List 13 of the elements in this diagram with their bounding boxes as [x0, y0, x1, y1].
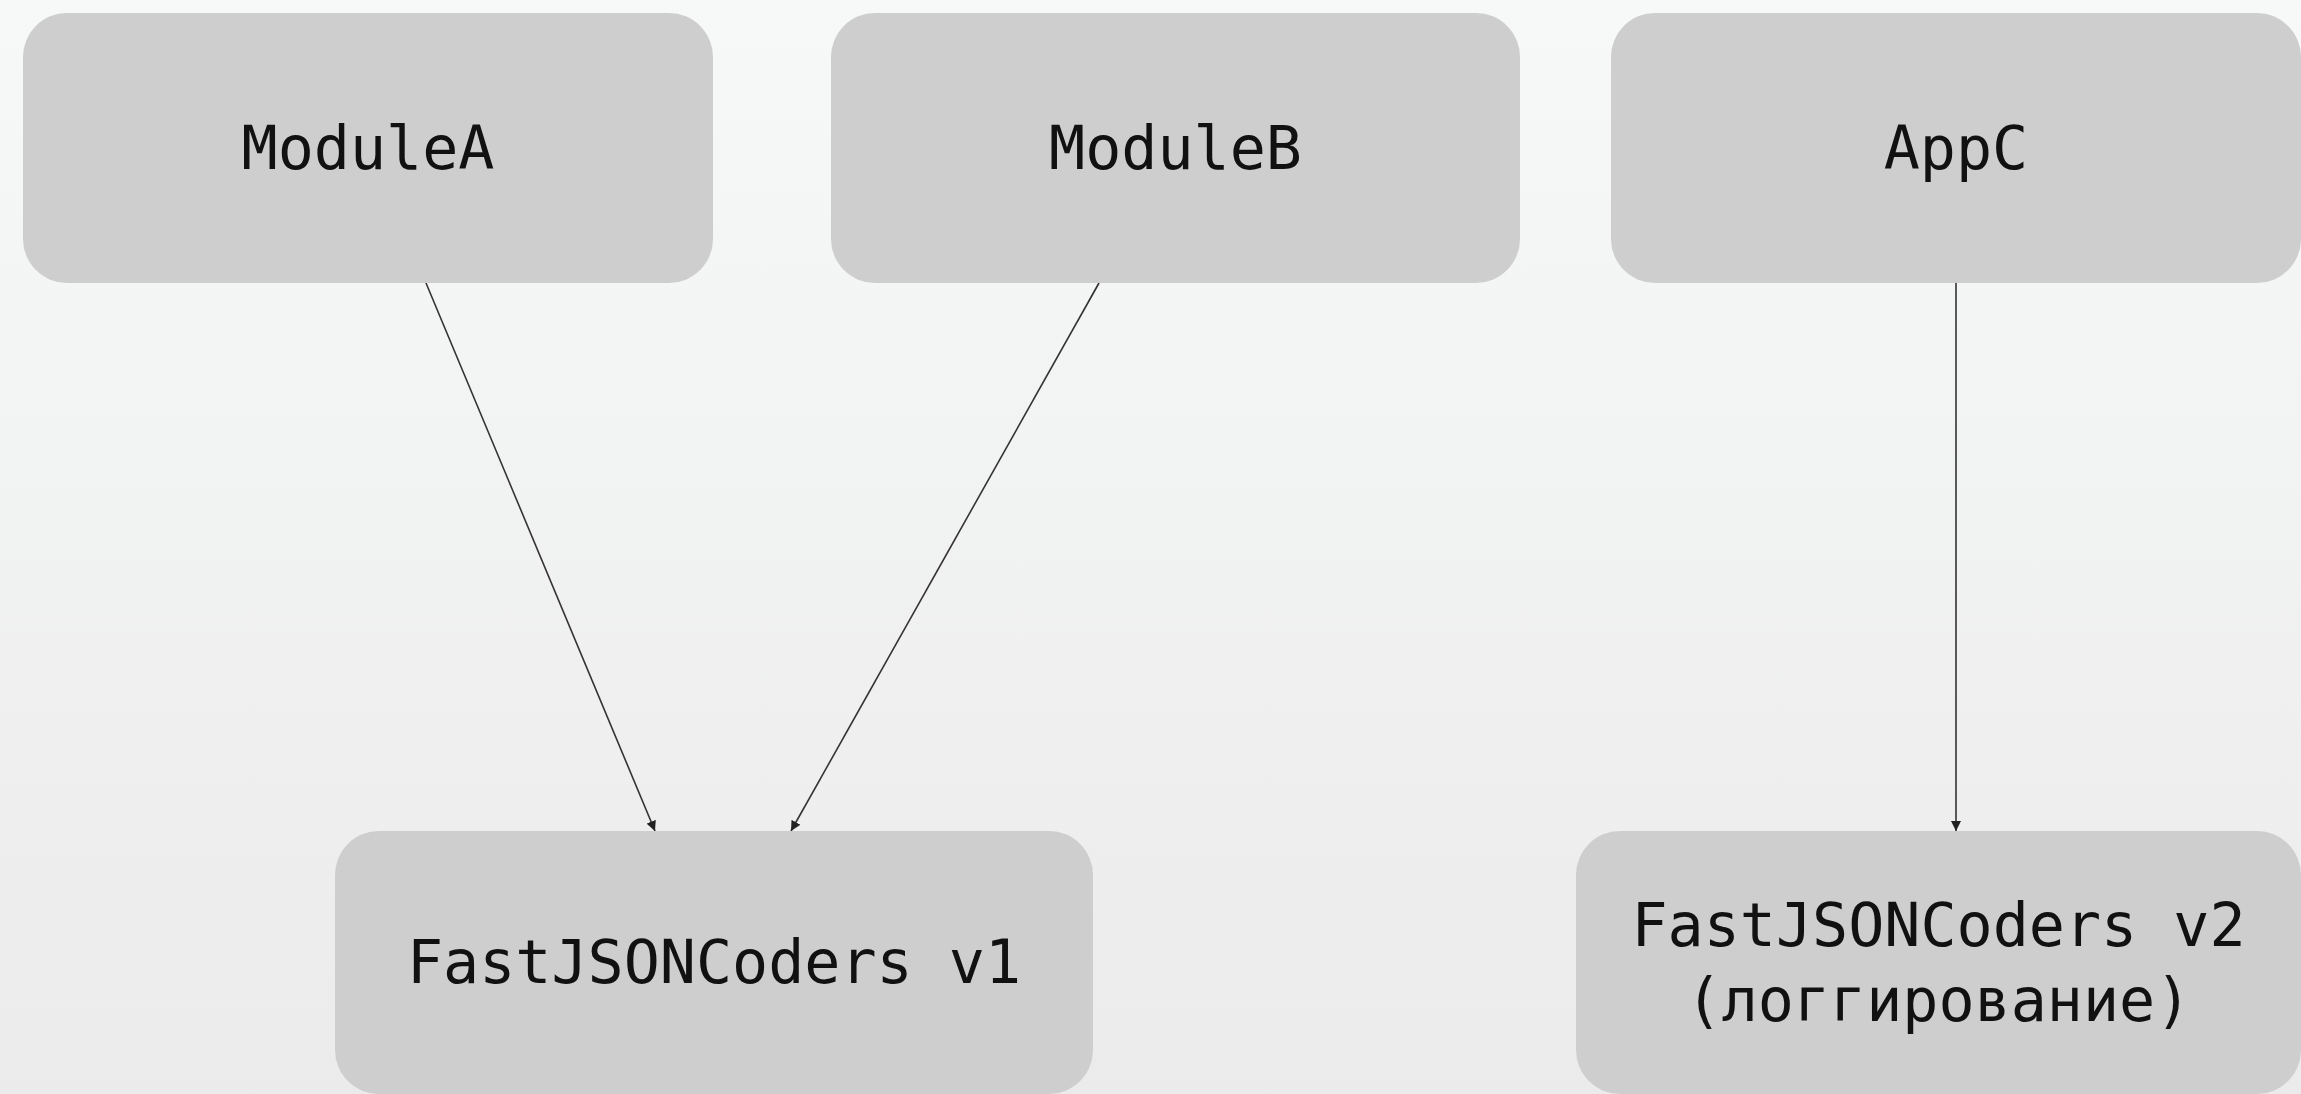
module-box: [335, 831, 1093, 1094]
arrow: [425, 282, 656, 832]
module-box: [23, 13, 713, 283]
module-name: AppC: [1883, 111, 2029, 185]
arrow: [1951, 282, 1961, 832]
module-name: ModuleB: [1049, 111, 1302, 185]
module-name: FastJSONCoders v1: [406, 926, 1022, 999]
module-box: [1611, 13, 2301, 283]
module-name: ModuleA: [241, 111, 495, 185]
module-name: FastJSONCoders v2 (логгирование): [1630, 888, 2247, 1037]
arrow: [790, 282, 1100, 832]
module-box: [1576, 831, 2301, 1094]
module-box: [831, 13, 1520, 283]
